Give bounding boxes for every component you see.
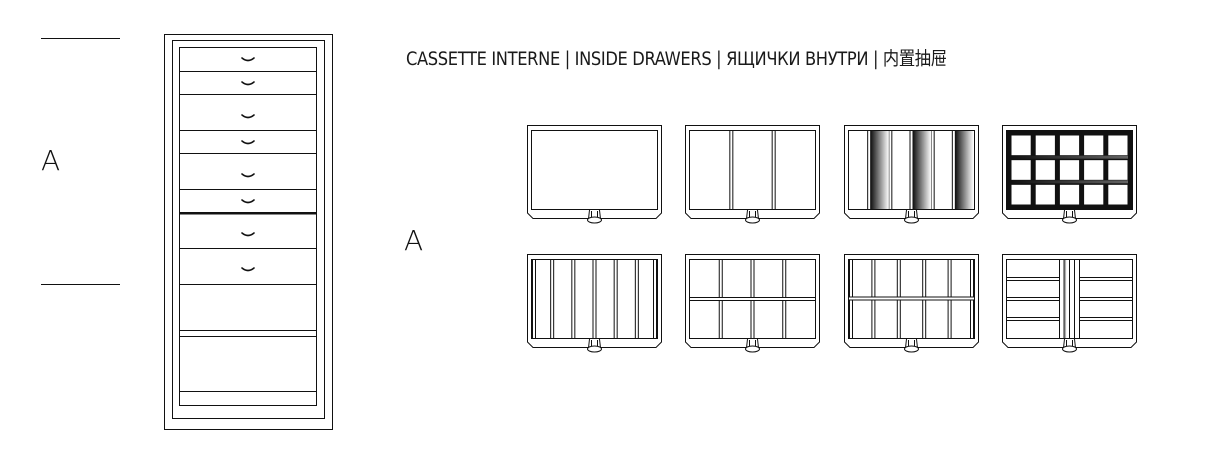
drawer-pull-icon	[1062, 338, 1077, 353]
drawer-6-columns	[527, 254, 662, 353]
drawer-handles	[241, 57, 255, 272]
drawer-handle	[241, 267, 255, 272]
drawer-options-grid	[527, 125, 1137, 353]
drawer-handle	[241, 81, 255, 86]
drawer-plain	[527, 125, 662, 224]
drawer-pull-icon	[587, 209, 602, 224]
drawer-handle	[241, 173, 255, 178]
page-title: CASSETTE INTERNE | INSIDE DRAWERS | ЯЩИЧ…	[406, 49, 947, 70]
drawer-handle	[241, 140, 255, 145]
drawer-handle	[241, 57, 255, 62]
drawer-pull-icon	[587, 338, 602, 353]
drawer-pull-icon	[745, 209, 760, 224]
drawer-pull-icon	[904, 338, 919, 353]
drawer-handle	[241, 199, 255, 204]
drawer-handle	[241, 232, 255, 237]
drawer-pull-icon	[745, 338, 760, 353]
drawer-center-divider-rows	[1002, 254, 1137, 353]
drawer-pull-icon	[1062, 209, 1077, 224]
cabinet-elevation	[164, 34, 333, 430]
drawer-3-columns	[685, 125, 820, 224]
elevation-label-a: A	[41, 144, 61, 177]
drawer-dark-grid	[1002, 125, 1137, 224]
drawer-shaded-columns	[844, 125, 979, 224]
drawer-4x2-grid	[685, 254, 820, 353]
drawer-handle	[241, 114, 255, 119]
drawer-options-label-a: A	[404, 224, 424, 257]
drawer-5x2-grid	[844, 254, 979, 353]
drawer-pull-icon	[904, 209, 919, 224]
